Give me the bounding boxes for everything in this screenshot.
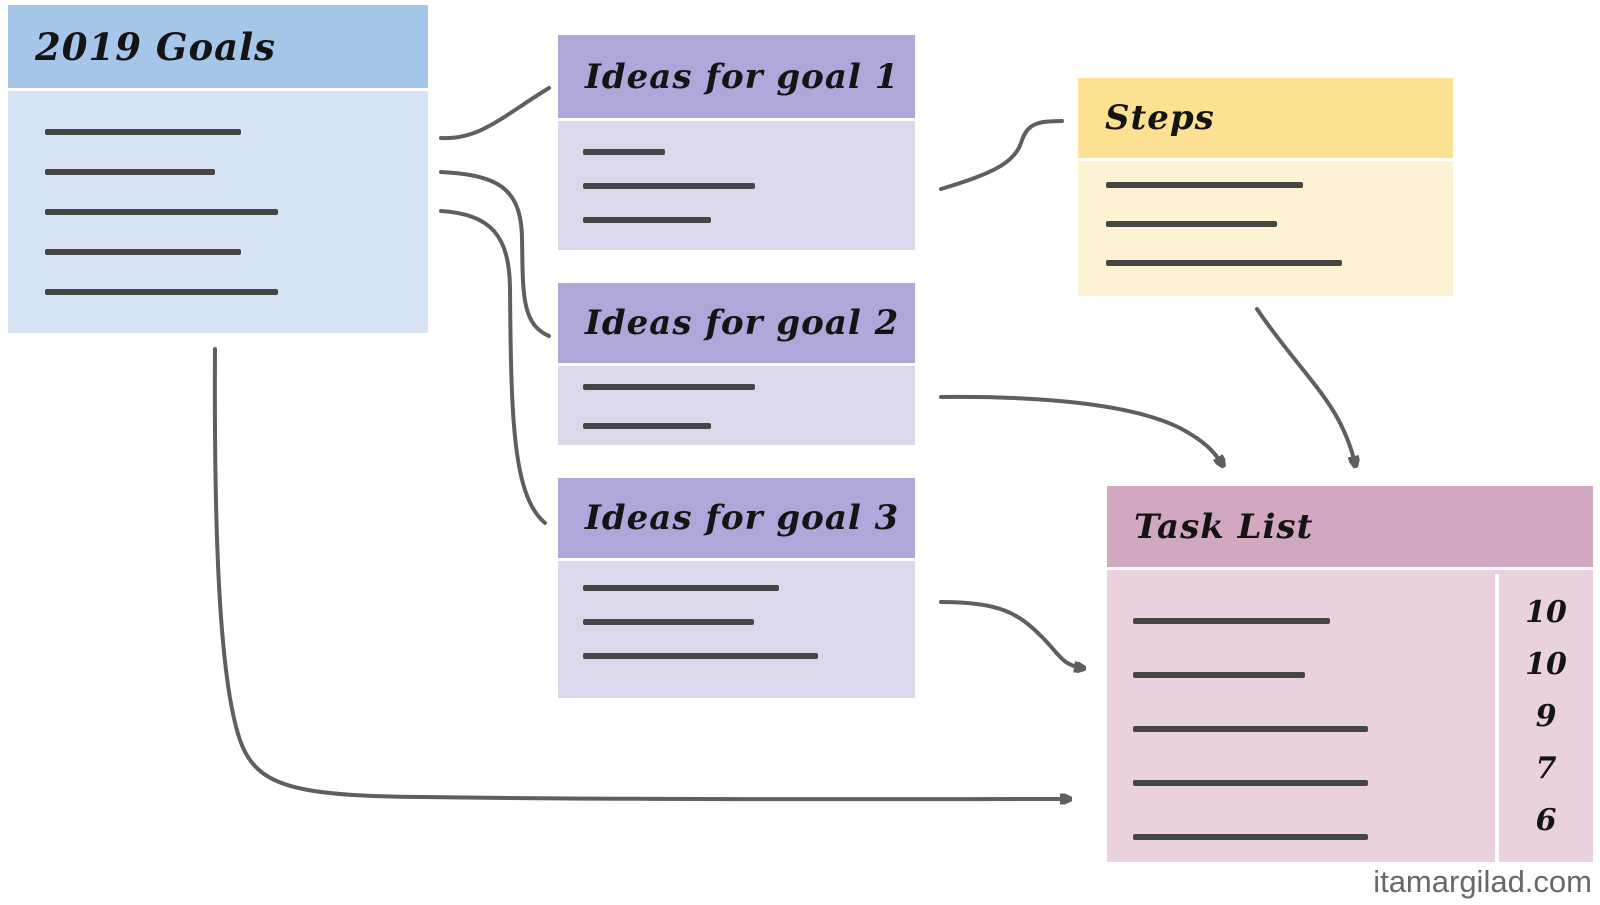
redacted-text-line <box>583 585 779 591</box>
redacted-text-line <box>1106 182 1303 188</box>
steps-card-title: Steps <box>1105 98 1215 138</box>
steps-card-body <box>1078 161 1453 296</box>
task-list-header: Task List <box>1107 486 1593 570</box>
arrow-ideas2-to-tasklist <box>939 394 1222 464</box>
ideas-goal-2-header: Ideas for goal 2 <box>558 283 915 366</box>
ideas-goal-2-title: Ideas for goal 2 <box>585 303 900 343</box>
connector-ideas1-to-steps <box>939 119 1064 191</box>
arrow-steps-to-tasklist <box>1255 307 1355 464</box>
ideas-goal-2-card: Ideas for goal 2 <box>558 283 915 445</box>
redacted-text-line <box>1106 221 1277 227</box>
redacted-text-line <box>583 619 754 625</box>
ideas-goal-3-body <box>558 561 915 698</box>
redacted-text-line <box>583 149 665 155</box>
arrow-ideas3-to-tasklist <box>939 600 1082 668</box>
redacted-text-line <box>583 217 711 223</box>
redacted-text-line <box>1133 780 1368 786</box>
redacted-text-line <box>1133 618 1330 624</box>
ideas-goal-3-header: Ideas for goal 3 <box>558 478 915 561</box>
task-list-card: Task List 10 10 9 7 6 <box>1107 486 1593 862</box>
redacted-text-line <box>1133 834 1368 840</box>
ideas-goal-3-title: Ideas for goal 3 <box>585 498 900 538</box>
redacted-text-line <box>583 384 755 390</box>
task-score-value: 10 <box>1525 647 1567 682</box>
task-score-value: 6 <box>1535 803 1557 838</box>
redacted-text-line <box>1106 260 1342 266</box>
goals-card-body <box>8 91 428 333</box>
watermark-url: itamargilad.com <box>1373 864 1592 899</box>
redacted-text-line <box>583 653 818 659</box>
redacted-text-line <box>45 169 215 175</box>
connector-goals-to-ideas1 <box>439 86 551 141</box>
redacted-text-line <box>45 289 278 295</box>
goals-card-title: 2019 Goals <box>35 24 276 69</box>
task-score-value: 9 <box>1535 699 1557 734</box>
connector-goals-to-ideas2 <box>439 170 551 338</box>
task-score-value: 7 <box>1535 751 1557 786</box>
ideas-goal-1-title: Ideas for goal 1 <box>585 56 900 97</box>
redacted-text-line <box>1133 672 1305 678</box>
ideas-goal-1-header: Ideas for goal 1 <box>558 35 915 121</box>
task-score-value: 10 <box>1525 595 1567 630</box>
redacted-text-line <box>583 423 711 429</box>
redacted-text-line <box>45 129 241 135</box>
ideas-goal-1-card: Ideas for goal 1 <box>558 35 915 250</box>
redacted-text-line <box>1133 726 1368 732</box>
redacted-text-line <box>45 249 241 255</box>
task-list-title: Task List <box>1134 506 1314 547</box>
ideas-goal-3-card: Ideas for goal 3 <box>558 478 915 698</box>
redacted-text-line <box>583 183 755 189</box>
ideas-goal-2-body <box>558 366 915 445</box>
goals-card: 2019 Goals <box>8 5 428 333</box>
task-list-score-column: 10 10 9 7 6 <box>1499 570 1593 862</box>
redacted-text-line <box>45 209 278 215</box>
arrow-goals-to-tasklist <box>212 347 1068 799</box>
ideas-goal-1-body <box>558 121 915 250</box>
steps-card-header: Steps <box>1078 78 1453 161</box>
task-list-score-divider <box>1495 574 1499 862</box>
connector-goals-to-ideas3 <box>439 209 547 525</box>
steps-card: Steps <box>1078 78 1453 296</box>
task-list-body <box>1107 570 1593 862</box>
goals-card-header: 2019 Goals <box>8 5 428 91</box>
